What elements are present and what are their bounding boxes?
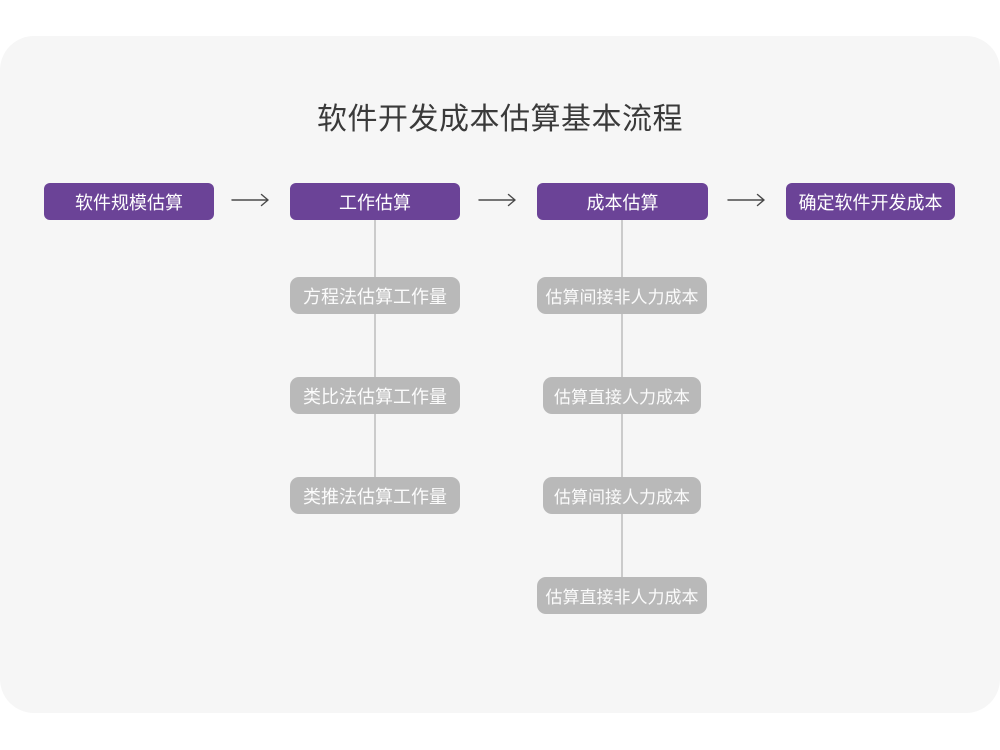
substep-label: 类推法估算工作量 (303, 486, 447, 507)
flow-step-work-estimation: 工作估算 (290, 183, 460, 220)
diagram-title: 软件开发成本估算基本流程 (317, 103, 683, 136)
arrow-right-icon (727, 193, 765, 207)
cost-substep-direct-labor: 估算直接人力成本 (543, 377, 701, 414)
arrow-right-icon (231, 193, 269, 207)
substep-label: 估算直接非人力成本 (545, 588, 699, 607)
connector-line-work-estimation (374, 220, 376, 478)
cost-substep-indirect-non-labor: 估算间接非人力成本 (537, 277, 707, 314)
substep-label: 类比法估算工作量 (303, 386, 447, 407)
cost-substep-indirect-labor: 估算间接人力成本 (543, 477, 701, 514)
substep-label: 估算间接人力成本 (554, 488, 690, 507)
arrow-right-icon (478, 193, 516, 207)
flow-step-determine-software-dev-cost: 确定软件开发成本 (786, 183, 955, 220)
substep-label: 估算直接人力成本 (554, 388, 690, 407)
diagram-card (0, 36, 1000, 713)
cost-substep-direct-non-labor: 估算直接非人力成本 (537, 577, 707, 614)
flow-step-label: 成本估算 (586, 192, 659, 213)
substep-label: 方程法估算工作量 (303, 286, 447, 307)
flow-step-label: 工作估算 (339, 192, 411, 213)
substep-label: 估算间接非人力成本 (545, 288, 699, 307)
work-substep-equation-method: 方程法估算工作量 (290, 277, 460, 314)
flow-step-software-scale-estimation: 软件规模估算 (44, 183, 214, 220)
work-substep-analogy-method: 类比法估算工作量 (290, 377, 460, 414)
flow-step-label: 确定软件开发成本 (798, 192, 943, 213)
flow-step-cost-estimation: 成本估算 (537, 183, 708, 220)
work-substep-extrapolation-method: 类推法估算工作量 (290, 477, 460, 514)
flow-step-label: 软件规模估算 (75, 192, 183, 213)
